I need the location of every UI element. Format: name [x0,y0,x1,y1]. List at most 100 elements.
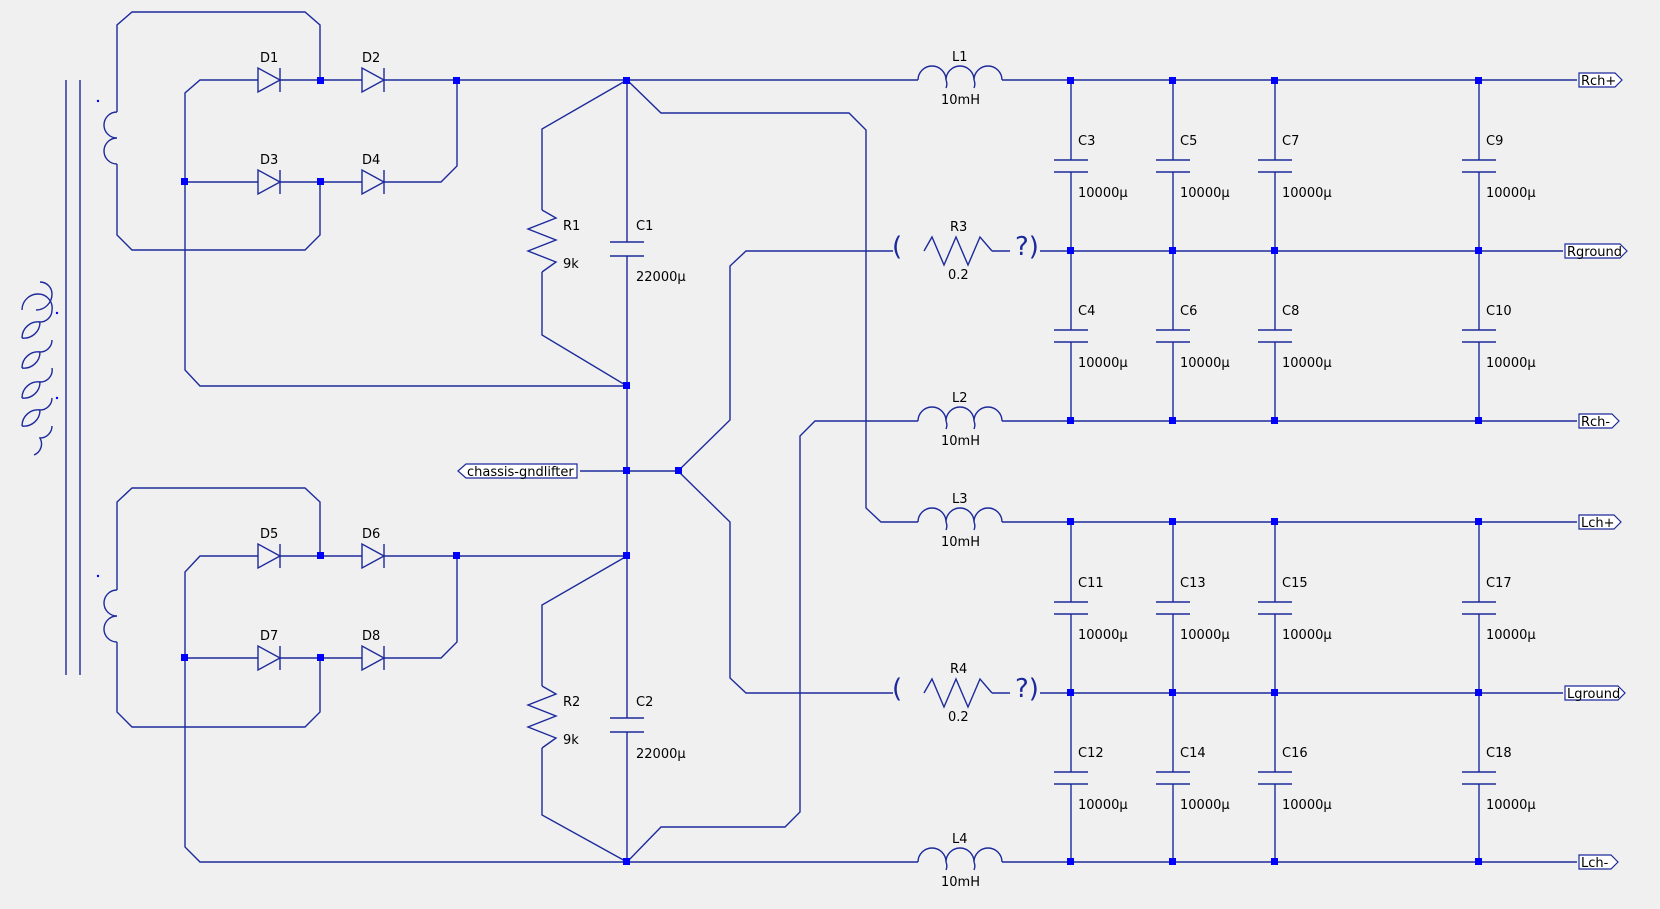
capacitor-C5: C5 10000µ [1156,134,1230,201]
diode-D6: D6 [361,527,386,570]
diode-D8-label: D8 [362,629,380,644]
inductor-L4-label: L4 [952,832,968,847]
capacitor-C17: C17 10000µ [1462,576,1536,643]
capacitor-C2: C2 22000µ [610,695,686,762]
capacitor-C11-label: C11 [1078,576,1104,591]
inductor-L3: L3 10mH [917,492,1003,550]
lower-bridge-wiring [116,487,627,863]
diode-D2-label: D2 [362,51,380,66]
resistor-R4-value: 0.2 [948,710,969,725]
capacitor-C18: C18 10000µ [1462,746,1536,813]
capacitor-C10: C10 10000µ [1462,304,1536,371]
net-label-lground: Lground [1564,685,1626,702]
inductor-L2-value: 10mH [941,434,980,449]
capacitor-C4-label: C4 [1078,304,1095,319]
capacitor-C16-label: C16 [1282,746,1308,761]
net-label-chassis-text: chassis-gndlifter [467,465,574,480]
capacitor-C8-label: C8 [1282,304,1299,319]
capacitor-C9-value: 10000µ [1486,186,1536,201]
capacitor-C11: C11 10000µ [1054,576,1128,643]
capacitor-C13-label: C13 [1180,576,1206,591]
capacitor-C3-value: 10000µ [1078,186,1128,201]
resistor-R2-value: 9k [563,733,579,748]
net-label-lch-plus: Lch+ [1578,514,1622,531]
diode-D1: D1 [257,51,282,94]
inductor-L3-value: 10mH [941,535,980,550]
capacitor-C16: C16 10000µ [1258,746,1332,813]
capacitor-C5-value: 10000µ [1180,186,1230,201]
resistor-R4-label: R4 [950,662,967,677]
capacitor-C6-label: C6 [1180,304,1197,319]
capacitor-C3: C3 10000µ [1054,134,1128,201]
capacitor-C12-value: 10000µ [1078,798,1128,813]
net-label-rch-minus: Rch- [1578,413,1620,430]
upper-bridge-wiring [116,11,627,387]
inductor-L2-label: L2 [952,391,968,406]
resistor-R2-label: R2 [563,695,580,710]
capacitor-C10-value: 10000µ [1486,356,1536,371]
capacitor-C2-value: 22000µ [636,747,686,762]
net-label-chassis: chassis-gndlifter [457,463,578,480]
diode-D4-label: D4 [362,153,380,168]
capacitor-C8: C8 10000µ [1258,304,1332,371]
capacitor-C16-value: 10000µ [1282,798,1332,813]
resistor-R4: ( ?) R4 0.2 [892,662,1039,725]
diode-D8: D8 [361,629,386,672]
resistor-R4-close: ?) [1015,674,1039,704]
diode-D3-label: D3 [260,153,278,168]
resistor-R3-close: ?) [1015,232,1039,262]
capacitor-C1-label: C1 [636,219,653,234]
capacitor-C13-value: 10000µ [1180,628,1230,643]
diode-D7-label: D7 [260,629,278,644]
capacitor-C18-label: C18 [1486,746,1512,761]
diode-D1-label: D1 [260,51,278,66]
junctions [181,77,1482,865]
capacitor-C9-label: C9 [1486,134,1503,149]
diode-D5: D5 [257,527,282,570]
diode-D7: D7 [257,629,282,672]
capacitor-C6: C6 10000µ [1156,304,1230,371]
capacitor-C1-value: 22000µ [636,270,686,285]
resistor-R3: ( ?) R3 0.2 [892,220,1039,283]
capacitor-C6-value: 10000µ [1180,356,1230,371]
net-label-rch-minus-text: Rch- [1581,415,1610,430]
diode-D6-label: D6 [362,527,380,542]
capacitor-C13: C13 10000µ [1156,576,1230,643]
capacitor-C15-value: 10000µ [1282,628,1332,643]
net-label-lch-minus: Lch- [1578,854,1619,871]
capacitor-C7-value: 10000µ [1282,186,1332,201]
resistor-R3-open: ( [892,232,902,262]
resistor-R3-label: R3 [950,220,967,235]
transformer-lower-secondary [103,567,118,658]
resistor-R4-open: ( [892,674,902,704]
net-label-rch-plus: Rch+ [1578,72,1623,89]
capacitor-C7: C7 10000µ [1258,134,1332,201]
capacitor-C17-value: 10000µ [1486,628,1536,643]
inductor-L4-value: 10mH [941,875,980,890]
net-label-rground-text: Rground [1567,245,1622,260]
capacitor-C1: C1 22000µ [610,219,686,285]
net-label-lground-text: Lground [1567,687,1620,702]
capacitor-C14: C14 10000µ [1156,746,1230,813]
capacitor-C3-label: C3 [1078,134,1095,149]
capacitor-C8-value: 10000µ [1282,356,1332,371]
capacitor-C17-label: C17 [1486,576,1512,591]
net-label-rground: Rground [1564,243,1628,260]
net-label-lch-minus-text: Lch- [1581,856,1609,871]
capacitor-C7-label: C7 [1282,134,1299,149]
resistor-R1-label: R1 [563,219,580,234]
inductor-L1-value: 10mH [941,93,980,108]
resistor-R2: R2 9k [526,685,580,749]
capacitor-C12: C12 10000µ [1054,746,1128,813]
capacitor-C4-value: 10000µ [1078,356,1128,371]
diode-D4: D4 [361,153,386,196]
inductor-L1-label: L1 [952,50,968,65]
resistor-R3-value: 0.2 [948,268,969,283]
transformer-upper-secondary [103,90,118,180]
capacitor-C14-label: C14 [1180,746,1206,761]
inductor-L3-label: L3 [952,492,968,507]
diode-D5-label: D5 [260,527,278,542]
net-label-rch-plus-text: Rch+ [1581,74,1616,89]
transformer [21,80,118,675]
